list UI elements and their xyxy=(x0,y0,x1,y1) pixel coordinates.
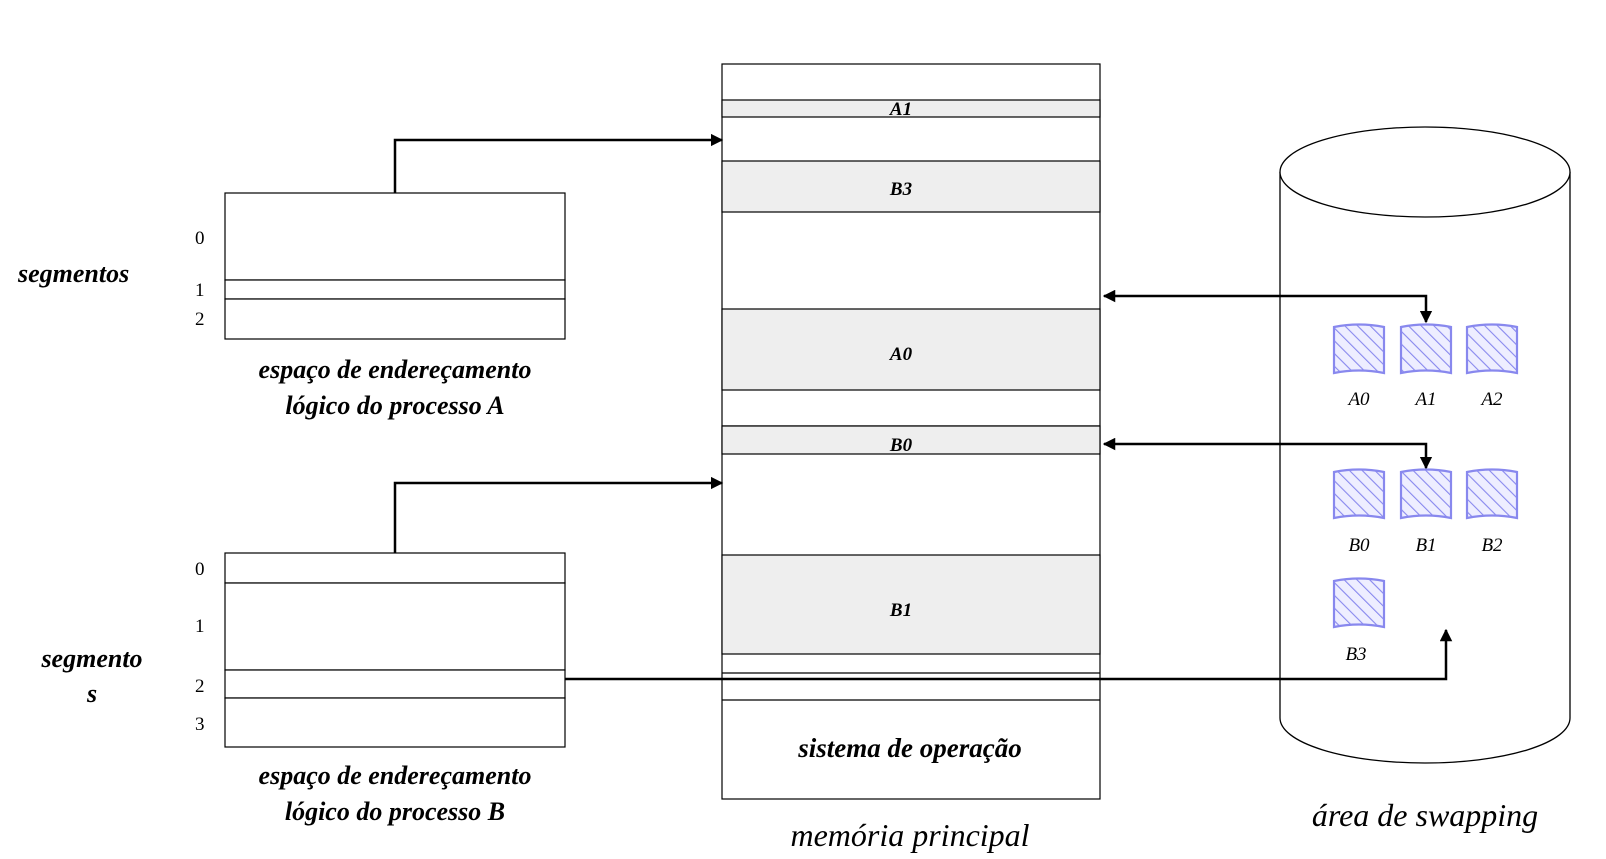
arrow-process-a-to-memory xyxy=(393,133,724,193)
memory-block-b1 xyxy=(721,554,1101,655)
memory-block-a0 xyxy=(721,308,1101,391)
process-a-segment-1 xyxy=(224,279,566,300)
memory-block-label-b0: B0 xyxy=(889,435,913,456)
swap-page-label-a1: A1 xyxy=(1413,389,1436,410)
memory-block-label-b3: B3 xyxy=(889,179,912,200)
process-b-segment-index-2: 2 xyxy=(195,676,205,697)
main-memory: A1 B3 A0 B0 B1 sistema de operação memór… xyxy=(721,63,1101,853)
process-b-caption-line1: espaço de endereçamento xyxy=(259,761,532,790)
process-b-caption-line2: lógico do processo B xyxy=(285,797,505,826)
process-b-segment-1 xyxy=(224,582,566,671)
process-b-segment-index-0: 0 xyxy=(195,559,205,580)
swap-page-label-b0: B0 xyxy=(1348,535,1370,556)
segments-label-b-line2: s xyxy=(86,679,97,708)
swap-page-label-a0: A0 xyxy=(1346,389,1370,410)
operating-system-label: sistema de operação xyxy=(797,733,1021,763)
mapping-arrows xyxy=(393,133,1453,681)
swap-page-a2 xyxy=(1465,323,1519,375)
memory-block-label-a1: A1 xyxy=(889,99,912,120)
swap-page-label-b1: B1 xyxy=(1415,535,1436,556)
segments-label-a: segmentos xyxy=(17,259,129,288)
swap-page-b0 xyxy=(1332,468,1386,520)
process-a-segment-index-2: 2 xyxy=(195,309,205,330)
swap-page-a0 xyxy=(1332,323,1386,375)
swap-page-b2 xyxy=(1465,468,1519,520)
process-a-segment-2 xyxy=(224,298,566,340)
memory-block-b0 xyxy=(721,425,1101,455)
swap-page-label-b2: B2 xyxy=(1481,535,1503,556)
process-a-caption-line2: lógico do processo A xyxy=(285,391,504,420)
arrow-memory-swap-a xyxy=(1102,289,1433,324)
process-b-segment-index-3: 3 xyxy=(195,714,205,735)
swap-page-b3 xyxy=(1332,577,1386,629)
arrow-process-b-to-memory xyxy=(393,476,724,553)
arrow-process-b-segment-2-to-swap xyxy=(565,628,1453,681)
process-a-segment-index-0: 0 xyxy=(195,228,205,249)
arrow-memory-swap-b xyxy=(1102,437,1433,470)
swap-page-label-b3: B3 xyxy=(1345,644,1366,665)
memory-block-label-b1: B1 xyxy=(889,600,912,621)
main-memory-caption: memória principal xyxy=(790,817,1029,853)
process-b-segment-2 xyxy=(224,669,566,699)
swap-page-label-a2: A2 xyxy=(1479,389,1503,410)
memory-block-a1 xyxy=(721,99,1101,118)
swap-page-a1 xyxy=(1399,323,1453,375)
memory-block-b3 xyxy=(721,160,1101,213)
swap-cylinder-top xyxy=(1279,126,1571,218)
swap-page-b1 xyxy=(1399,468,1453,520)
process-a-segment-0 xyxy=(224,192,566,281)
process-a-segment-index-1: 1 xyxy=(195,280,205,301)
segments-label-b-line1: segmento xyxy=(40,644,142,673)
process-b-address-space: 0 1 2 3 segmento s espaço de endereçamen… xyxy=(40,552,566,826)
process-a-address-space: 0 1 2 segmentos espaço de endereçamento … xyxy=(17,192,566,420)
process-b-segment-0 xyxy=(224,552,566,584)
process-b-segment-3 xyxy=(224,697,566,748)
swap-area: A0 A1 A2 B0 B1 B2 B3 área de swapping xyxy=(1279,126,1571,833)
process-b-segment-index-1: 1 xyxy=(195,616,205,637)
memory-block-label-a0: A0 xyxy=(889,344,913,365)
swap-area-caption: área de swapping xyxy=(1312,797,1538,833)
process-a-caption-line1: espaço de endereçamento xyxy=(259,355,532,384)
